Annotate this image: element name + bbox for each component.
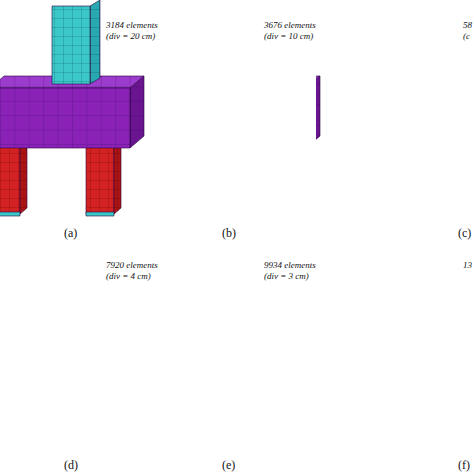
panel-letter: (c) <box>458 226 471 241</box>
panel-letter: (f) <box>458 458 470 473</box>
element-count: 3676 elements <box>264 20 316 31</box>
beam-side <box>130 76 144 148</box>
element-count: (div = 3 cm) <box>264 271 309 282</box>
beam-side <box>316 76 320 148</box>
column-side <box>90 0 100 84</box>
column-front <box>52 6 90 84</box>
pile-base <box>0 212 20 216</box>
element-count: (div = 4 cm) <box>106 271 151 282</box>
element-count: 3184 elements <box>106 20 158 31</box>
pile <box>86 140 114 214</box>
element-count: (div = 10 cm) <box>264 31 313 42</box>
element-count: 13 <box>463 260 472 271</box>
panel-letter: (d) <box>64 458 78 473</box>
mesh-panel <box>316 0 320 216</box>
pile-base <box>86 212 114 216</box>
pile <box>0 140 20 214</box>
element-count: 58 <box>463 20 472 31</box>
beam-front <box>0 88 130 148</box>
element-count: 7920 elements <box>106 260 158 271</box>
element-count: (div = 20 cm) <box>106 31 155 42</box>
panel-letter: (e) <box>222 458 235 473</box>
panel-letter: (a) <box>64 226 77 241</box>
element-count: (c <box>463 31 470 42</box>
element-count: 9934 elements <box>264 260 316 271</box>
panel-letter: (b) <box>222 226 236 241</box>
